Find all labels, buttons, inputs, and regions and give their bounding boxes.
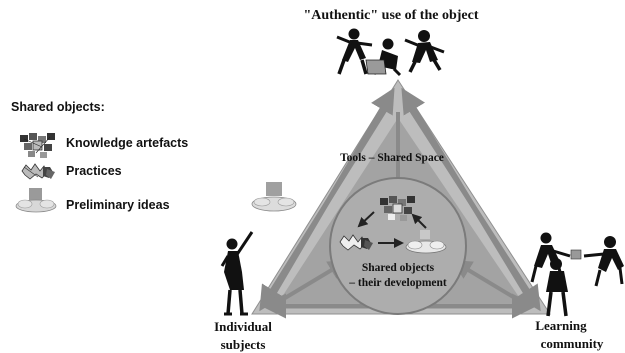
floating-preliminary-idea-icon <box>251 182 297 212</box>
center-caption-line1: Shared objects <box>362 262 435 274</box>
legend-item-practices: Practices <box>66 164 122 178</box>
center-caption-line2: – their development <box>348 277 447 289</box>
arrow-artefact-to-practice <box>357 211 375 228</box>
center-title: Tools – Shared Space <box>340 152 444 164</box>
individual-person-illustration <box>220 231 254 316</box>
practices-icon <box>21 163 55 180</box>
knowledge-artefacts-icon <box>20 133 55 158</box>
legend-item-knowledge-artefacts: Knowledge artefacts <box>66 136 188 150</box>
legend-title: Shared objects: <box>11 100 105 114</box>
arrow-right-to-center <box>451 259 517 300</box>
community-people-illustration <box>530 232 624 317</box>
right-label-line1: Learning <box>535 318 587 333</box>
legend: Shared objects: Knowledge artefacts Prac… <box>11 100 188 213</box>
arrow-right-to-top <box>401 87 533 302</box>
left-label-line1: Individual <box>214 319 272 334</box>
preliminary-ideas-icon <box>15 188 57 213</box>
knowledge-artefacts-icon <box>380 196 415 221</box>
arrow-idea-to-artefact <box>411 213 427 229</box>
practices-icon <box>339 234 373 251</box>
people-working-illustration <box>336 28 445 77</box>
arrow-left-to-top <box>267 87 395 302</box>
right-label-line2: community <box>541 336 604 351</box>
preliminary-ideas-icon <box>405 230 447 254</box>
left-label-line2: subjects <box>221 337 266 352</box>
top-label: "Authentic" use of the object <box>304 8 479 23</box>
legend-item-preliminary-ideas: Preliminary ideas <box>66 198 170 212</box>
